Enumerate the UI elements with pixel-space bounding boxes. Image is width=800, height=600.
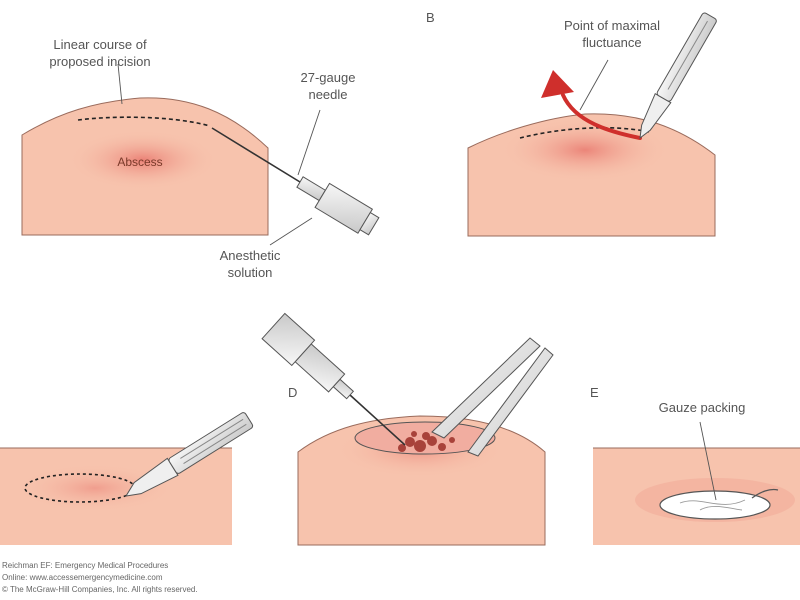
label-abscess: Abscess xyxy=(117,155,162,169)
panel-a-abscess xyxy=(68,130,218,190)
hemostat-d xyxy=(431,337,554,457)
label-point-1: Point of maximal xyxy=(564,18,660,33)
syringe-d-needle xyxy=(349,394,406,446)
credit-line-3: © The McGraw-Hill Companies, Inc. All ri… xyxy=(2,585,198,594)
syringe-d xyxy=(261,312,406,446)
credit-block: Reichman EF: Emergency Medical Procedure… xyxy=(2,561,198,594)
leader-fluctuance xyxy=(579,59,609,111)
leader-anesthetic xyxy=(269,217,313,246)
hemostat-d-jaw-2 xyxy=(467,347,554,457)
panel-b-letter: B xyxy=(426,10,435,25)
leader-needle xyxy=(297,109,321,176)
gauze-tail xyxy=(751,488,779,499)
credit-line-2: Online: www.accessemergencymedicine.com xyxy=(2,573,163,582)
credit-line-1: Reichman EF: Emergency Medical Procedure… xyxy=(2,561,168,570)
panel-d: D xyxy=(261,312,554,546)
panel-d-letter: D xyxy=(288,385,297,400)
label-needle-2: needle xyxy=(308,87,347,102)
panel-b: B Point of maximal fluctuance xyxy=(426,10,717,237)
fluctuance-arrow xyxy=(561,93,642,140)
gauze-wound xyxy=(659,490,771,520)
label-anesthetic-2: solution xyxy=(228,265,273,280)
panel-c xyxy=(0,412,254,545)
gauze-strands xyxy=(679,499,746,511)
leader-incision xyxy=(117,63,123,105)
leader-gauze xyxy=(699,421,717,501)
blood-clots xyxy=(398,431,455,452)
label-needle-1: 27-gauge xyxy=(301,70,356,85)
label-gauze: Gauze packing xyxy=(659,400,746,415)
label-incision-1: Linear course of xyxy=(53,37,147,52)
panel-b-incision-line xyxy=(519,126,651,139)
needle-shaft xyxy=(211,127,301,183)
scalpel-c-handle xyxy=(168,412,254,474)
label-incision-2: proposed incision xyxy=(49,54,150,69)
fluctuance-arrowhead xyxy=(541,70,574,98)
panel-a: Linear course of proposed incision Absce… xyxy=(21,37,380,280)
scalpel-c xyxy=(125,412,254,497)
panel-e-letter: E xyxy=(590,385,599,400)
label-point-2: fluctuance xyxy=(582,35,641,50)
hemostat-d-jaw-1 xyxy=(431,337,541,439)
label-anesthetic-1: Anesthetic xyxy=(220,248,281,263)
syringe-needle xyxy=(211,127,380,236)
panel-a-incision-line xyxy=(77,116,211,127)
scalpel-b xyxy=(639,12,717,140)
panel-e: E Gauze packing xyxy=(590,385,800,545)
